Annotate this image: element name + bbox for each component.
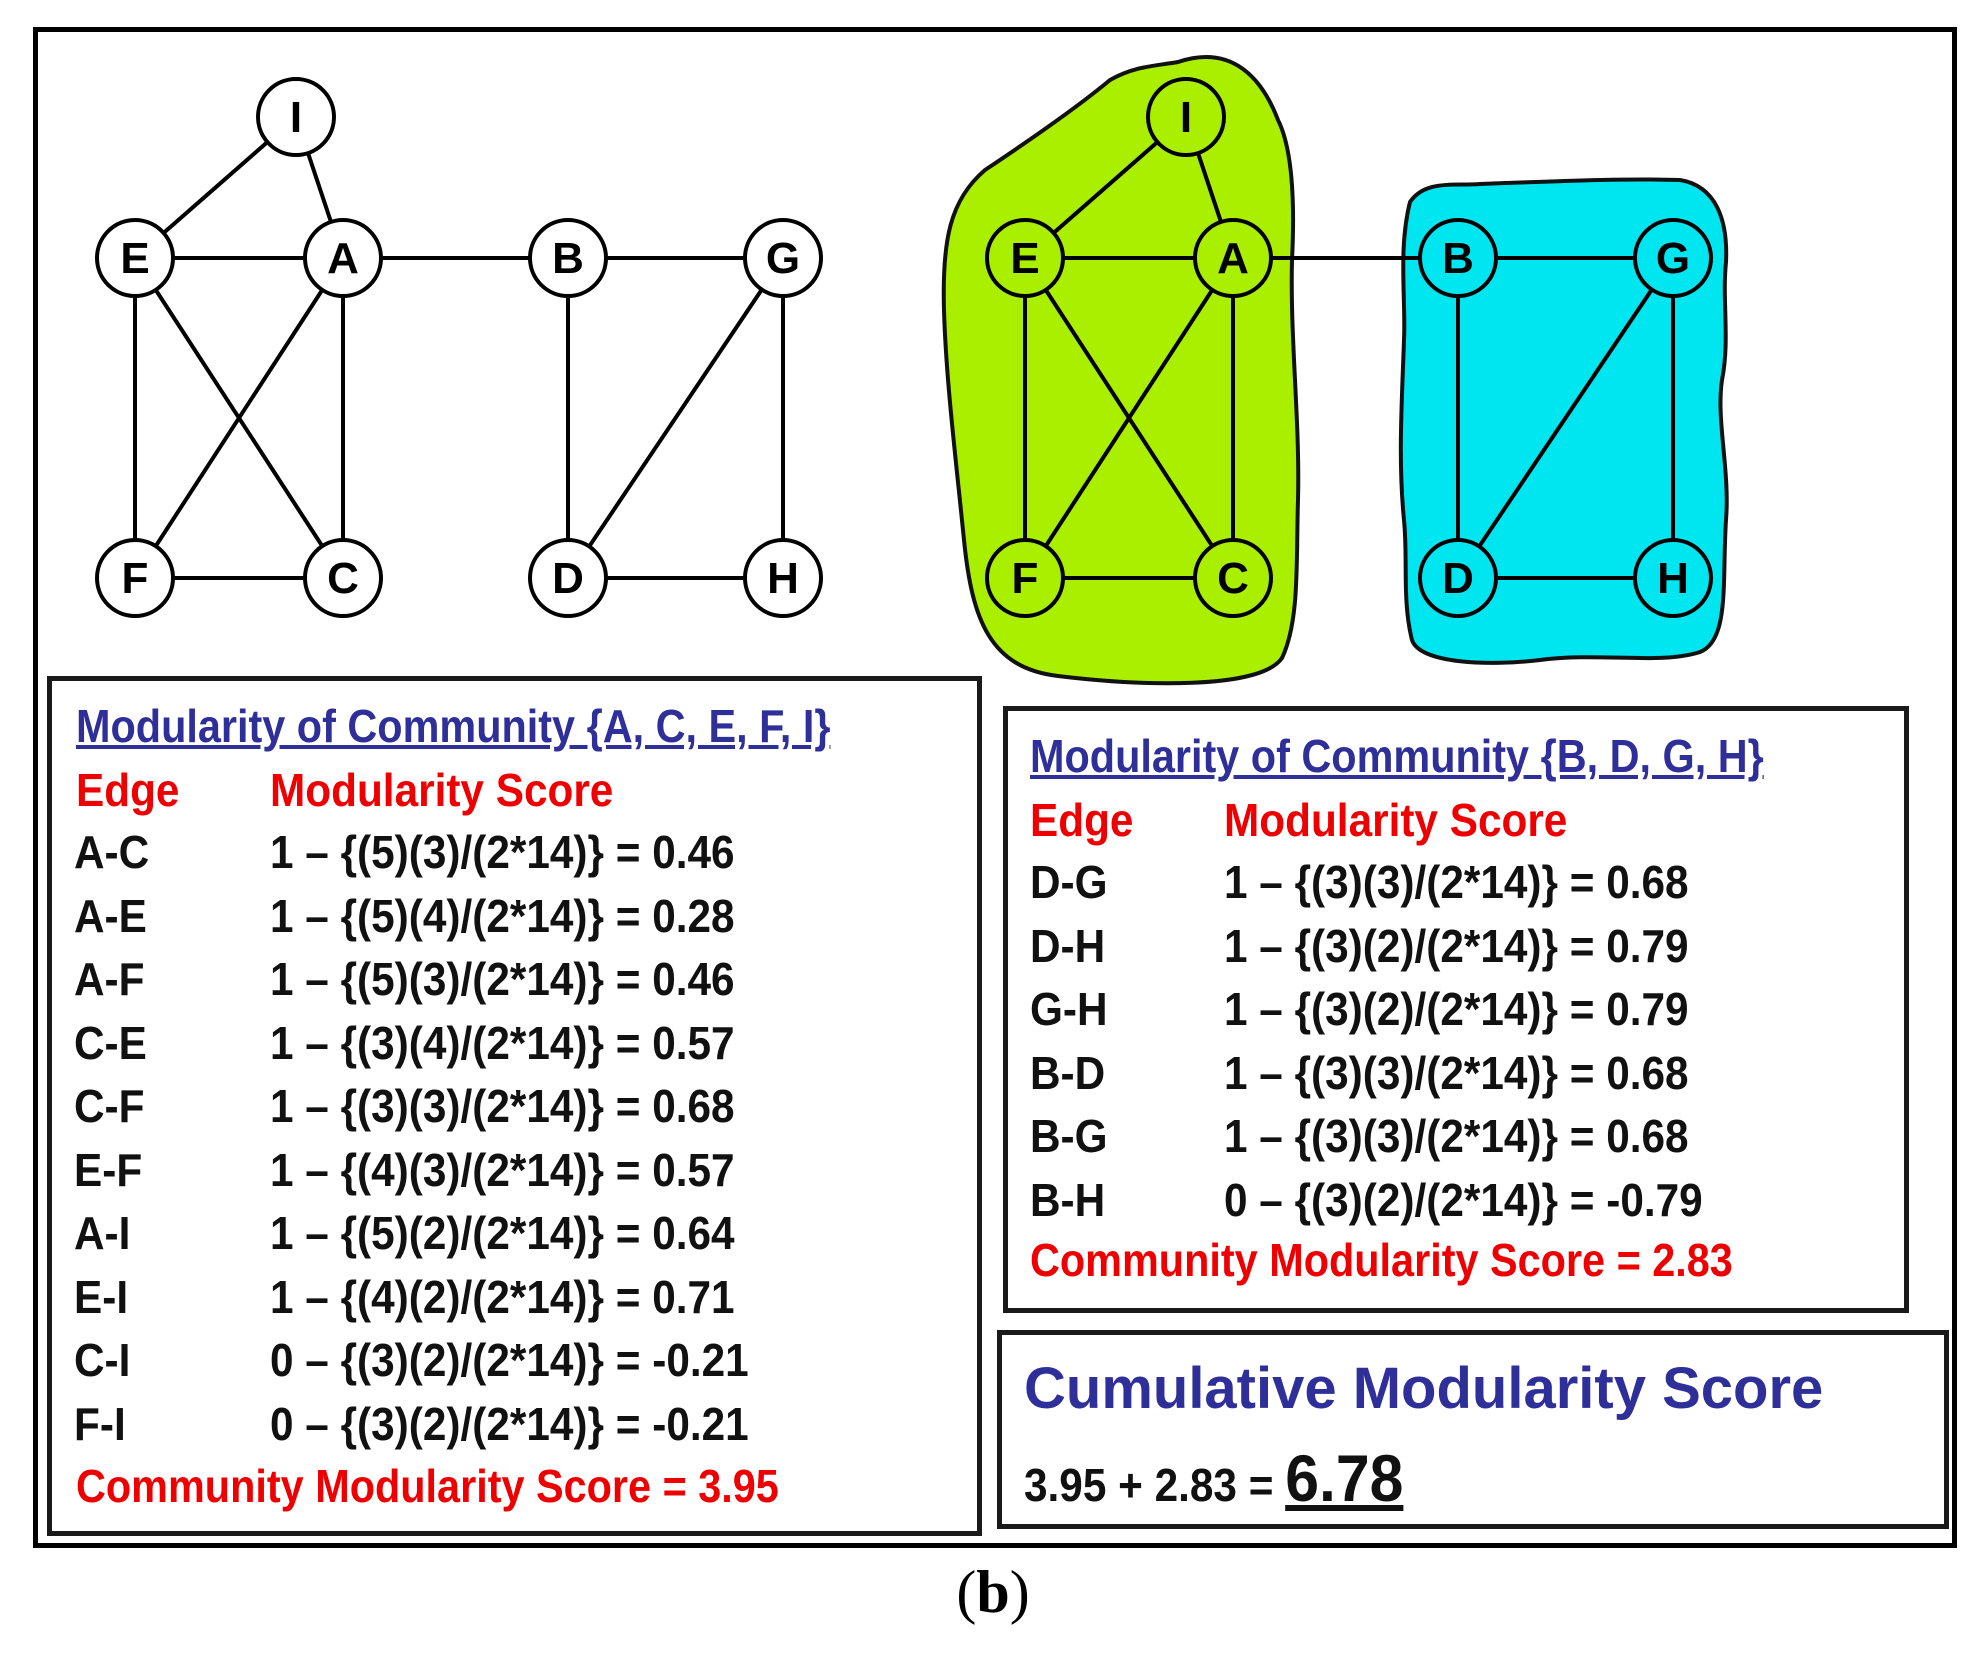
edge-G-D: [566, 256, 785, 580]
panel-title: Modularity of Community {A, C, E, F, I}: [76, 700, 831, 752]
edge-label: C-I: [74, 1334, 131, 1386]
node-H: [1633, 538, 1713, 618]
edge-label: A-F: [74, 953, 145, 1005]
panel-title: Modularity of Community {B, D, G, H}: [1030, 730, 1764, 782]
edge-label: E-I: [74, 1270, 129, 1323]
modularity-formula: 0 – {(3)(2)/(2*14)} = -0.21: [270, 1397, 749, 1450]
community-total: Community Modularity Score = 3.95: [76, 1460, 779, 1512]
right-graph: I E A B G F C D H: [941, 55, 1729, 686]
caption-letter: b: [976, 1559, 1010, 1625]
modularity-formula: 1 – {(5)(3)/(2*14)} = 0.46: [270, 953, 735, 1005]
node-C: [303, 538, 383, 618]
cumulative-panel: Cumulative Modularity Score 3.95 + 2.83 …: [997, 1330, 1949, 1529]
node-A: [1193, 218, 1273, 298]
edge-G-D: [1456, 256, 1675, 580]
modularity-formula: 1 – {(3)(2)/(2*14)} = 0.79: [1224, 983, 1689, 1035]
edge-label: B-G: [1030, 1110, 1108, 1162]
cumulative-result: 6.78: [1285, 1441, 1404, 1515]
node-D: [528, 538, 608, 618]
edge-label: A-E: [74, 889, 147, 942]
node-label-I: I: [290, 93, 302, 142]
edge-label: C-F: [74, 1080, 145, 1132]
node-label-D: D: [1442, 554, 1474, 603]
node-F: [95, 538, 175, 618]
header-score: Modularity Score: [1224, 794, 1568, 846]
modularity-formula: 1 – {(3)(3)/(2*14)} = 0.68: [1224, 1046, 1689, 1099]
figure-caption: (b): [0, 1558, 1986, 1627]
header-edge: Edge: [1030, 794, 1134, 846]
edge-label: F-I: [74, 1397, 126, 1450]
modularity-formula: 1 – {(3)(3)/(2*14)} = 0.68: [1224, 1110, 1689, 1162]
node-E: [95, 218, 175, 298]
modularity-formula: 1 – {(3)(3)/(2*14)} = 0.68: [1224, 856, 1689, 908]
node-G: [743, 218, 823, 298]
modularity-formula: 1 – {(5)(3)/(2*14)} = 0.46: [270, 826, 735, 878]
header-edge: Edge: [76, 764, 180, 816]
edge-label: D-G: [1030, 856, 1108, 908]
modularity-formula: 0 – {(3)(2)/(2*14)} = -0.79: [1224, 1173, 1703, 1226]
edge-label: A-I: [74, 1207, 131, 1259]
header-score: Modularity Score: [270, 764, 614, 816]
node-label-A: A: [1217, 234, 1249, 283]
modularity-formula: 0 – {(3)(2)/(2*14)} = -0.21: [270, 1334, 749, 1386]
node-D: [1418, 538, 1498, 618]
edge-label: B-D: [1030, 1046, 1106, 1099]
node-I: [1146, 77, 1226, 157]
edge-label: A-C: [74, 826, 150, 878]
node-label-D: D: [552, 554, 584, 603]
node-A: [303, 218, 383, 298]
node-B: [1418, 218, 1498, 298]
edge-A-F: [1023, 256, 1235, 580]
node-G: [1633, 218, 1713, 298]
node-label-B: B: [552, 234, 584, 283]
modularity-formula: 1 – {(4)(2)/(2*14)} = 0.71: [270, 1270, 735, 1323]
node-B: [528, 218, 608, 298]
cumulative-equation: 3.95 + 2.83 = 6.78: [1024, 1440, 1403, 1516]
node-label-A: A: [327, 234, 359, 283]
caption-close: ): [1009, 1559, 1030, 1625]
modularity-formula: 1 – {(3)(2)/(2*14)} = 0.79: [1224, 919, 1689, 972]
node-label-F: F: [122, 554, 149, 603]
node-label-F: F: [1012, 554, 1039, 603]
node-E: [985, 218, 1065, 298]
modularity-formula: 1 – {(5)(4)/(2*14)} = 0.28: [270, 889, 735, 942]
modularity-formula: 1 – {(3)(3)/(2*14)} = 0.68: [270, 1080, 735, 1132]
node-label-C: C: [1217, 554, 1249, 603]
modularity-formula: 1 – {(3)(4)/(2*14)} = 0.57: [270, 1016, 735, 1069]
node-label-H: H: [1657, 554, 1689, 603]
node-C: [1193, 538, 1273, 618]
node-F: [985, 538, 1065, 618]
left-graph: I E A B G F C D H: [95, 77, 823, 618]
node-label-E: E: [1010, 234, 1039, 283]
figure-frame: [33, 27, 1957, 1548]
node-label-G: G: [1656, 234, 1690, 283]
edge-label: C-E: [74, 1016, 147, 1069]
edge-A-F: [133, 256, 345, 580]
node-label-I: I: [1180, 93, 1192, 142]
caption-open: (: [956, 1559, 977, 1625]
cumulative-title: Cumulative Modularity Score: [1024, 1356, 1824, 1421]
cumulative-sum: 3.95 + 2.83 =: [1024, 1459, 1286, 1511]
community-acefi-panel: Modularity of Community {A, C, E, F, I} …: [47, 676, 982, 1536]
node-label-B: B: [1442, 234, 1474, 283]
node-I: [256, 77, 336, 157]
node-label-E: E: [120, 234, 149, 283]
community-total: Community Modularity Score = 2.83: [1030, 1234, 1733, 1286]
node-label-G: G: [766, 234, 800, 283]
edge-label: B-H: [1030, 1173, 1106, 1226]
modularity-formula: 1 – {(4)(3)/(2*14)} = 0.57: [270, 1143, 735, 1196]
node-H: [743, 538, 823, 618]
community-blob-acefi: [941, 55, 1301, 686]
node-label-C: C: [327, 554, 359, 603]
edge-label: E-F: [74, 1143, 143, 1196]
edge-label: D-H: [1030, 919, 1106, 972]
community-bdgh-panel: Modularity of Community {B, D, G, H} Edg…: [1003, 706, 1909, 1313]
node-label-H: H: [767, 554, 799, 603]
modularity-formula: 1 – {(5)(2)/(2*14)} = 0.64: [270, 1207, 735, 1259]
graph-diagrams: I E A B G F C D H I E A B G F C D H: [95, 55, 1729, 686]
edge-label: G-H: [1030, 983, 1108, 1035]
